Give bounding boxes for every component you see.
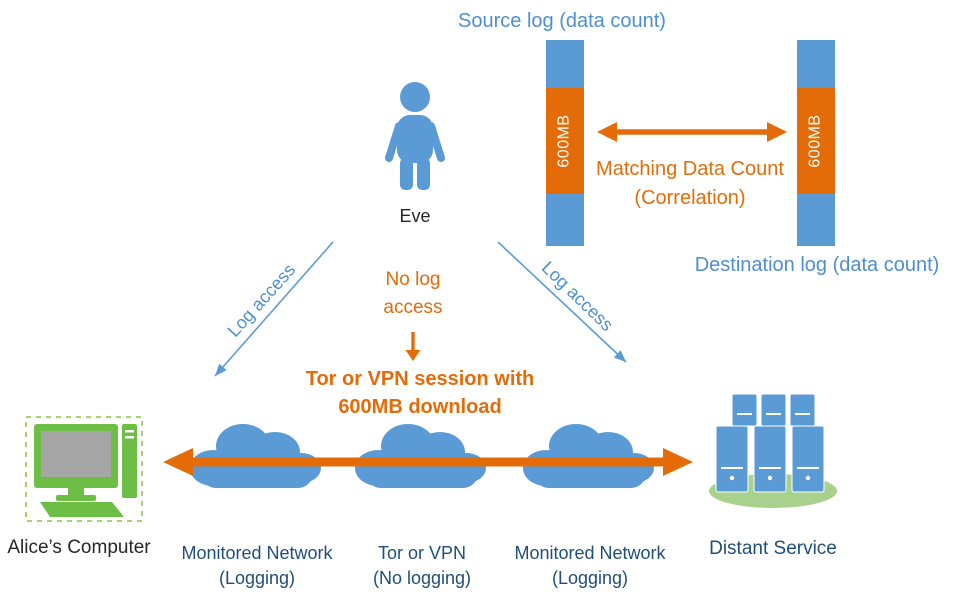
monitored-network-right-label-line1: Monitored Network	[514, 543, 666, 563]
eve-label: Eve	[399, 206, 431, 226]
cloud-tor-vpn-icon	[355, 424, 486, 488]
source-log-bar-highlight: 600MB	[546, 88, 584, 194]
matching-data-count-label: Matching Data Count	[596, 158, 784, 180]
tor-vpn-label-line2: (No logging)	[372, 568, 472, 588]
session-label-line2: 600MB download	[338, 396, 502, 418]
eve-icon	[385, 82, 445, 190]
correlation-arrow	[597, 122, 787, 142]
tor-vpn-label-line1: Tor or VPN	[377, 543, 467, 563]
correlation-label: (Correlation)	[634, 187, 746, 209]
session-label-line1: Tor or VPN session with	[305, 368, 535, 390]
distant-service-label: Distant Service	[709, 538, 837, 559]
no-log-access-arrow	[405, 332, 421, 361]
destination-log-bar: 600MB	[797, 40, 835, 246]
no-log-access-label-line1: No log	[385, 269, 441, 290]
alice-computer-label: Alice’s Computer	[7, 537, 151, 558]
log-access-left-arrow	[214, 241, 334, 377]
monitored-network-left-label-line1: Monitored Network	[181, 543, 333, 563]
main-traffic-arrow	[163, 448, 693, 476]
cloud-monitored-left-icon	[190, 424, 321, 488]
log-access-right-arrow	[497, 241, 627, 363]
cloud-monitored-right-icon	[523, 424, 654, 488]
monitored-network-right-label-line2: (Logging)	[551, 568, 629, 588]
monitored-network-left-label-line2: (Logging)	[218, 568, 296, 588]
source-log-label: Source log (data count)	[458, 10, 666, 32]
destination-log-label: Destination log (data count)	[694, 254, 940, 276]
destination-log-bar-highlight: 600MB	[797, 88, 835, 194]
alice-computer-icon	[25, 416, 143, 522]
source-log-bar: 600MB	[546, 40, 584, 246]
distant-service-icon	[709, 393, 837, 508]
no-log-access-label-line2: access	[383, 297, 443, 318]
